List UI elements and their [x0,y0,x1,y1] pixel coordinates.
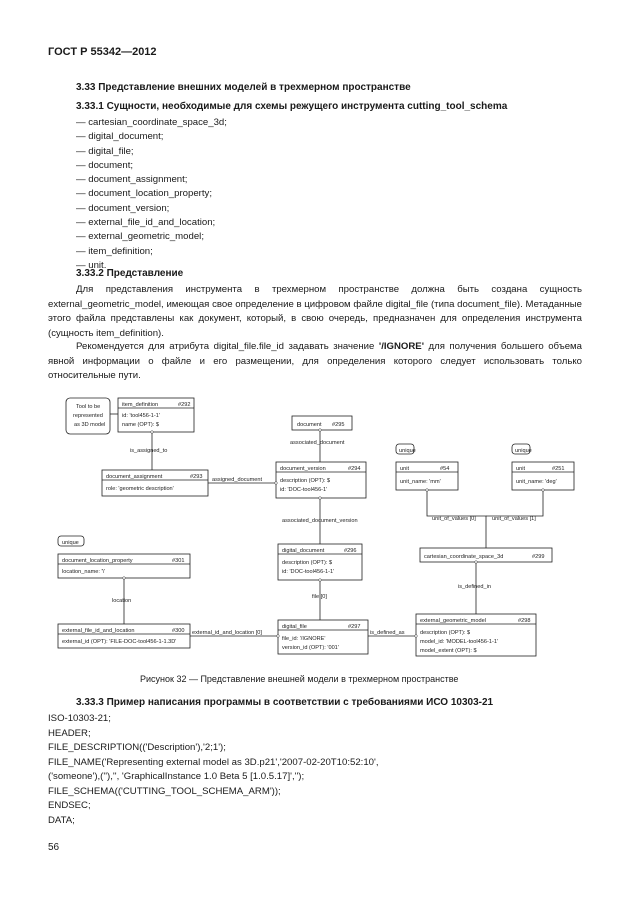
relation-label: associated_document [290,440,345,446]
entity-id: #292 [178,402,190,408]
unique-tag [57,535,85,547]
entity-id: #300 [172,628,184,634]
entity-id: #294 [348,466,360,472]
list-item: — external_file_id_and_location; [76,217,216,229]
attribute: role: 'geometric description' [106,486,174,492]
attribute: unit_name: 'mm' [400,479,441,485]
entity-name: unit [516,466,525,472]
code-line: HEADER; [48,727,91,739]
document-header: ГОСТ Р 55342—2012 [48,46,157,58]
list-item: — document; [76,159,134,171]
relation-label: assigned_document [212,477,263,483]
paragraph-recommendation: Рекомендуется для атрибута digital_file.… [48,340,582,384]
list-item: — external_geometric_model; [76,231,204,243]
attribute: model_extent (OPT): $ [420,648,477,654]
relation-label: associated_document_version [282,518,358,524]
page-number: 56 [48,842,60,853]
unique-label: unique [399,448,416,454]
paragraph-text: для получения большего объема явной инфо… [48,341,582,381]
code-line: FILE_DESCRIPTION(('Description'),'2;1'); [48,742,226,753]
attribute: id: 'DOC-tool456-1' [280,487,327,493]
code-line: FILE_SCHEMA(('CUTTING_TOOL_SCHEMA_ARM'))… [48,785,281,797]
code-line: DATA; [48,814,75,826]
entity-id: #295 [332,422,344,428]
relation-label: is_assigned_to [130,448,167,454]
attribute: description (OPT): $ [282,560,333,566]
attribute: id: 'tool456-1-1' [122,413,160,419]
entity-id: #298 [518,618,530,624]
attribute: description (OPT): $ [420,630,471,636]
attribute: id: 'DOC-tool456-1-1' [282,569,334,575]
unique-tag [395,443,415,455]
paragraph-representation: Для представления инструмента в трехмерн… [48,284,582,339]
unique-tag [511,443,531,455]
ignore-value: '/IGNORE' [378,341,424,352]
attribute: description (OPT): $ [280,478,331,484]
code-line: FILE_NAME('Representing external model a… [48,756,379,768]
section-heading-3-33-1: 3.33.1 Сущности, необходимые для схемы р… [76,101,508,112]
entity-name: document_assignment [106,474,163,480]
paragraph-text: Рекомендуется для атрибута digital_file.… [76,341,379,352]
relation-label: is_defined_in [458,584,491,590]
attribute: file_id: '/IGNORE' [282,636,325,642]
attribute: external_id (OPT): 'FILE-DOC-tool456-1-1… [62,639,176,645]
entity-name: external_geometric_model [420,618,486,624]
entity-name: document_location_property [62,558,133,564]
list-item: — document_version; [76,202,170,214]
code-line: ('someone'),(''),'', 'GraphicalInstance … [48,771,305,782]
list-item: — digital_document; [76,131,164,143]
entity-name: external_file_id_and_location [62,628,134,634]
section-heading-3-33-3: 3.33.3 Пример написания программы в соот… [76,697,494,708]
relation-label: external_id_and_location [0] [192,630,262,636]
note-text: Tool to be [76,404,100,410]
list-item: — unit. [76,259,107,271]
entity-name: unit [400,466,409,472]
relation-label: file [0] [312,594,327,600]
attribute: model_id: 'MODEL-tool456-1-1' [420,639,498,645]
entity-list: — cartesian_coordinate_space_3d; — digit… [76,116,227,273]
entity-name: cartesian_coordinate_space_3d [424,554,503,560]
entity-name: digital_document [282,548,325,554]
entity-id: #299 [532,554,544,560]
note-text: as 3D model [74,422,105,428]
note-text: represented [73,413,103,419]
code-listing: ISO-10303-21; HEADER; FILE_DESCRIPTION((… [48,712,379,828]
entity-id: #251 [552,466,564,472]
relation-label: unit_of_values [0] [432,516,476,522]
express-g-diagram: Tool to be represented as 3D model item_… [57,397,575,657]
code-line: ISO-10303-21; [48,713,111,724]
entity-name: document_version [280,466,326,472]
relation-label: unit_of_values [1] [492,516,536,522]
section-heading-3-33: 3.33 Представление внешних моделей в тре… [76,82,411,93]
entity-id: #293 [190,474,202,480]
relation-label: location [112,598,131,604]
list-item: — item_definition; [76,245,153,257]
list-item: — document_location_property; [76,188,212,200]
entity-item-definition [117,397,195,433]
relation-label: is_defined_as [370,630,405,636]
figure-caption: Рисунок 32 — Представление внешней модел… [140,674,459,684]
list-item: — cartesian_coordinate_space_3d; [76,117,227,128]
attribute: name (OPT): $ [122,422,160,428]
note-box [65,397,111,435]
list-item: — document_assignment; [76,174,188,186]
entity-id: #296 [344,548,356,554]
entity-id: #297 [348,624,360,630]
entity-name: document [297,422,322,428]
section-heading-3-33-2: 3.33.2 Представление [76,268,184,279]
entity-id: #301 [172,558,184,564]
attribute: location_name: '\' [62,569,105,575]
entity-id: #54 [440,466,449,472]
list-item: — digital_file; [76,145,134,157]
unique-label: unique [515,448,532,454]
entity-name: digital_file [282,624,307,630]
entity-name: item_definition [122,402,158,408]
unique-label: unique [62,540,79,546]
attribute: unit_name: 'deg' [516,479,557,485]
code-line: ENDSEC; [48,800,91,811]
attribute: version_id (OPT): '001' [282,645,339,651]
entity-document [291,415,353,431]
